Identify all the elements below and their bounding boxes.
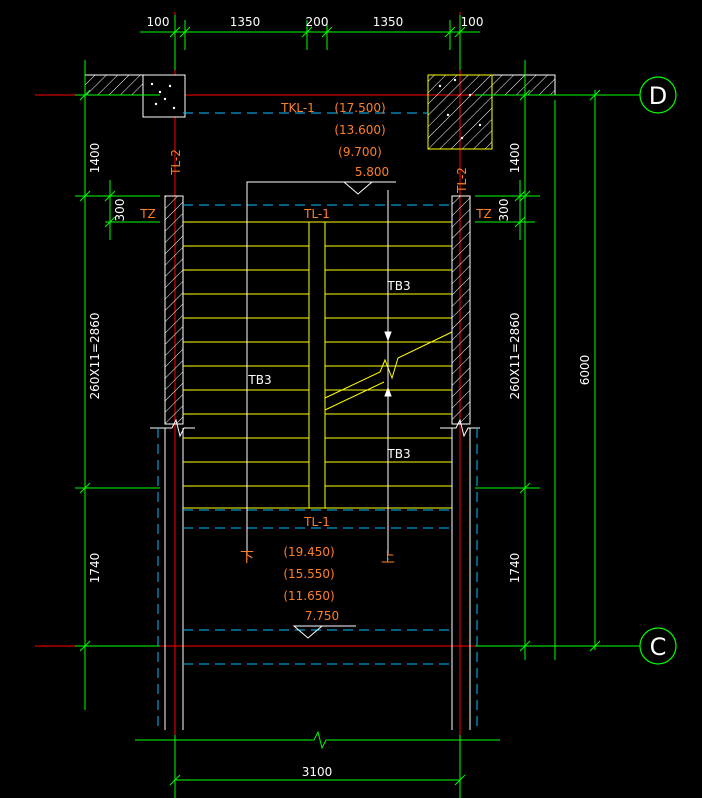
dim-left-top: 1400: [88, 143, 102, 174]
concrete-dots: [150, 78, 482, 140]
arrow-icon: [384, 331, 392, 342]
elevation-marker-top: [342, 181, 374, 195]
dim-right-flight: 260X11=2860: [508, 313, 522, 400]
elevation-bottom-3: (11.650): [283, 589, 334, 603]
elevation-bottom-4: 7.750: [305, 609, 339, 623]
dim-bottom-total: 3100: [302, 765, 333, 779]
label-tl-top: TL-1: [303, 207, 330, 221]
elevation-bottom-1: (19.450): [283, 545, 334, 559]
label-tl2-left: TL-2: [169, 149, 183, 176]
right-wall: [451, 195, 471, 425]
elevation-top-3: (9.700): [338, 145, 382, 159]
dim-top-left-wall: 100: [147, 15, 170, 29]
elevation-top-2: (13.600): [334, 123, 385, 137]
dimension-lines: [75, 15, 610, 798]
dim-right-total: 6000: [578, 355, 592, 386]
walking-lines: [246, 181, 396, 639]
stair-well: [308, 221, 326, 509]
elevation-bottom-2: (15.550): [283, 567, 334, 581]
lower-wall-lines: [164, 428, 471, 730]
elevations-top: (17.500) (13.600) (9.700) 5.800: [334, 101, 389, 179]
dim-left-small: 300: [113, 199, 127, 222]
grid-label-c: C: [650, 633, 667, 661]
dim-top-well: 200: [306, 15, 329, 29]
elevation-top-4: 5.800: [355, 165, 389, 179]
label-tl-bottom: TL-1: [303, 515, 330, 529]
label-tb3-right-upper: TB3: [386, 279, 410, 293]
side-walls: [150, 195, 480, 438]
label-tl2-right: TL-2: [455, 167, 469, 194]
column-left: [142, 74, 186, 118]
label-tb3-left: TB3: [247, 373, 271, 387]
member-labels: TKL-1 TL-1 TL-1 TL-2 TL-2 TZ TZ TB3 TB3 …: [139, 101, 492, 566]
dimension-text: 100 1350 200 1350 100 3100 1400 300 260X…: [88, 15, 592, 779]
label-tz-right: TZ: [475, 207, 492, 221]
stair-flights: [183, 221, 453, 509]
arrow-icon: [384, 386, 392, 397]
dim-left-flight: 260X11=2860: [88, 313, 102, 400]
label-tb3-right-lower: TB3: [386, 447, 410, 461]
left-wall: [164, 195, 184, 425]
label-tz-left: TZ: [139, 207, 156, 221]
dim-right-top: 1400: [508, 143, 522, 174]
dim-right-bottom: 1740: [508, 553, 522, 584]
dim-left-bottom: 1740: [88, 553, 102, 584]
dim-top-right-wall: 100: [461, 15, 484, 29]
label-tkl: TKL-1: [280, 101, 315, 115]
elevations-bottom: (19.450) (15.550) (11.650) 7.750: [283, 545, 339, 623]
column-right: [427, 74, 493, 150]
elevation-marker-bottom: [292, 625, 324, 639]
grid-label-d: D: [649, 82, 667, 110]
dim-top-right-flight: 1350: [373, 15, 404, 29]
dim-top-left-flight: 1350: [230, 15, 261, 29]
label-down: 下: [240, 550, 254, 566]
dim-right-small: 300: [497, 199, 511, 222]
label-up: 上: [381, 550, 395, 566]
elevation-top-1: (17.500): [334, 101, 385, 115]
top-wall: [84, 74, 556, 150]
